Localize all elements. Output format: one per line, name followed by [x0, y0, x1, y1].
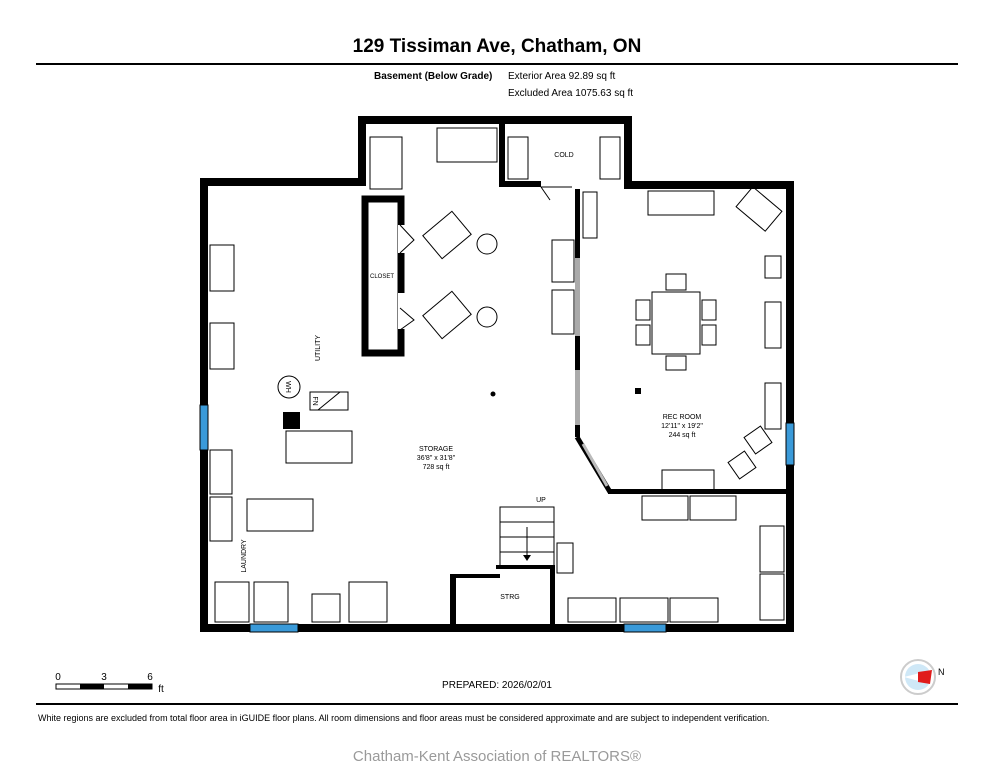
- chair: [701, 299, 717, 321]
- dining-table: [651, 291, 701, 355]
- exterior-area: Exterior Area 92.89 sq ft: [508, 71, 616, 82]
- compass-north-label: N: [938, 667, 945, 677]
- room-label-storage: STORAGE: [419, 446, 453, 453]
- compass-icon: N: [900, 659, 945, 695]
- furniture: [599, 136, 621, 180]
- stairs-up-label: UP: [536, 497, 546, 504]
- room-label-strg: STRG: [500, 594, 519, 601]
- furniture: [209, 496, 233, 542]
- room-label-utility: UTILITY: [315, 335, 322, 361]
- furniture: [759, 573, 785, 621]
- furniture: [507, 136, 529, 180]
- furniture: [551, 289, 575, 335]
- footer-brand: Chatham-Kent Association of REALTORS®: [352, 748, 642, 765]
- furniture: [209, 449, 233, 495]
- furniture: [567, 597, 617, 623]
- furniture: [764, 301, 782, 349]
- water-heater: [277, 375, 301, 399]
- page-title: 129 Tissiman Ave, Chatham, ON: [352, 36, 642, 57]
- storage-area: 728 sq ft: [423, 464, 450, 471]
- excluded-area: Excluded Area 1075.63 sq ft: [508, 88, 634, 99]
- washer: [214, 581, 250, 623]
- furniture: [436, 127, 498, 163]
- furniture: [647, 190, 715, 216]
- scale-unit: ft: [158, 684, 164, 695]
- prepared-date: PREPARED: 2026/02/01: [442, 680, 552, 691]
- rec-room-dims: 12'11" x 19'2": [661, 423, 703, 430]
- armchair: [422, 210, 472, 260]
- walls: [200, 116, 794, 632]
- furniture: [689, 495, 737, 521]
- scale-tick: 3: [101, 672, 107, 683]
- furniture: [764, 382, 782, 430]
- furniture: [669, 597, 719, 623]
- furniture: [209, 322, 235, 370]
- storage-dims: 36'8" x 31'8": [417, 455, 456, 462]
- side-table: [476, 233, 498, 255]
- furniture: [764, 255, 782, 279]
- chair: [665, 355, 687, 371]
- room-label-rec-room: REC ROOM: [663, 414, 702, 421]
- floor-label: Basement (Below Grade): [374, 71, 493, 82]
- chair: [635, 324, 651, 346]
- furniture: [551, 239, 575, 283]
- furniture: [556, 542, 574, 574]
- footer-divider: [36, 703, 958, 705]
- water-heater-label: WH: [284, 381, 291, 393]
- header-divider: [36, 63, 958, 65]
- furniture: [759, 525, 785, 573]
- scale-tick: 0: [55, 672, 61, 683]
- furniture: [369, 136, 403, 190]
- furniture: [661, 469, 715, 491]
- furniture: [246, 498, 314, 532]
- room-label-closet: CLOSET: [370, 274, 394, 280]
- room-label-cold: COLD: [554, 152, 573, 159]
- closet-walls: [361, 195, 405, 357]
- furniture: [619, 597, 669, 623]
- furnace-label: FN: [311, 396, 318, 405]
- chair: [635, 299, 651, 321]
- dryer: [253, 581, 289, 623]
- furniture: [285, 430, 353, 464]
- floor-plan: COLD CLOSET UTILITY LAUNDRY STORAGE 36'8…: [55, 116, 945, 695]
- furnace: [309, 391, 349, 411]
- armchair: [422, 290, 472, 340]
- windows: [199, 404, 795, 633]
- disclaimer: White regions are excluded from total fl…: [38, 713, 770, 723]
- column: [283, 412, 300, 429]
- chair: [743, 425, 773, 455]
- scale-tick: 6: [147, 672, 153, 683]
- room-label-laundry: LAUNDRY: [241, 539, 248, 573]
- sink: [311, 593, 341, 623]
- furniture: [582, 191, 598, 239]
- chair: [665, 273, 687, 291]
- rec-room-area: 244 sq ft: [669, 432, 696, 439]
- furniture: [641, 495, 689, 521]
- furniture: [209, 244, 235, 292]
- chair: [727, 450, 757, 480]
- chair: [701, 324, 717, 346]
- scale-bar: 0 3 6 ft: [55, 672, 164, 695]
- furniture: [348, 581, 388, 623]
- chair: [735, 186, 783, 232]
- side-table: [476, 306, 498, 328]
